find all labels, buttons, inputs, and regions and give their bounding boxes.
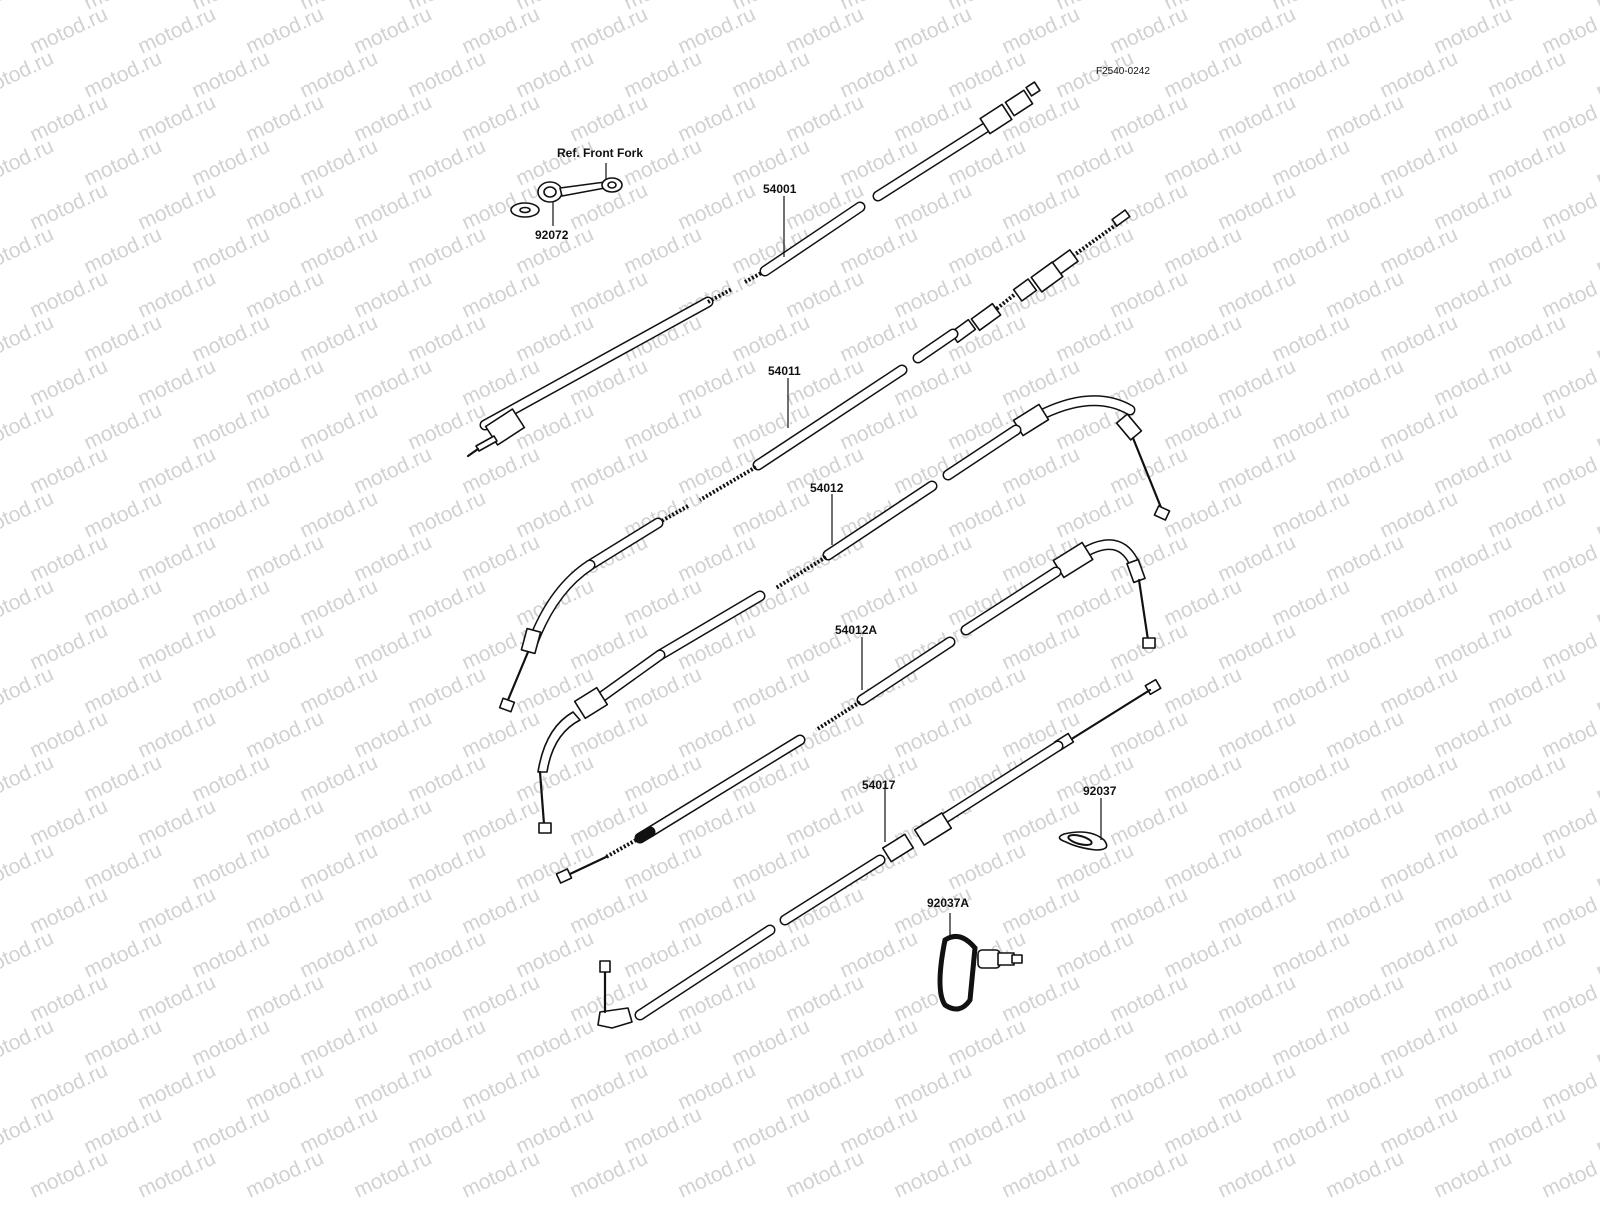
watermark-text: motod.ru (0, 883, 3, 939)
watermark-text: motod.ru (1592, 487, 1600, 543)
watermark-text: motod.ru (0, 135, 57, 191)
callout-54001: 54001 (763, 182, 797, 196)
watermark-text: motod.ru (1214, 1147, 1299, 1200)
watermark-text: motod.ru (458, 1147, 543, 1200)
watermark-text: motod.ru (1538, 531, 1600, 587)
watermark-text: motod.ru (1592, 839, 1600, 895)
watermark-text: motod.ru (0, 751, 57, 807)
watermark-text: motod.ru (1538, 1147, 1600, 1200)
watermark-text: motod.ru (1538, 355, 1600, 411)
watermark-text: motod.ru (1538, 267, 1600, 323)
watermark-text: motod.ru (1592, 135, 1600, 191)
watermark-text: motod.ru (1592, 575, 1600, 631)
watermark-text: motod.ru (674, 1147, 759, 1200)
watermark-text: motod.ru (0, 795, 3, 851)
watermark-text: motod.ru (1592, 751, 1600, 807)
watermark-text: motod.ru (134, 1147, 219, 1200)
watermark-text: motod.ru (350, 1147, 435, 1200)
watermark-text: motod.ru (0, 575, 57, 631)
watermark-text: motod.ru (0, 399, 57, 455)
watermark-text: motod.ru (1592, 1015, 1600, 1071)
watermark-text: motod.ru (0, 1015, 57, 1071)
throttle-cable-accelerator[interactable] (537, 395, 1171, 834)
watermark-text: motod.ru (1592, 399, 1600, 455)
watermark-text: motod.ru (1538, 3, 1600, 59)
watermark-text: motod.ru (1538, 883, 1600, 939)
watermark-text: motod.ru (0, 927, 57, 983)
throttle-cable-decelerator[interactable] (555, 539, 1156, 884)
cable-clamp[interactable] (1058, 831, 1108, 851)
callout-54011: 54011 (768, 364, 801, 378)
watermark-text: motod.ru (0, 443, 3, 499)
watermark-text: motod.ru (1592, 1103, 1600, 1159)
watermark-text: motod.ru (1538, 971, 1600, 1027)
watermark-text: motod.ru (26, 1147, 111, 1200)
watermark-text: motod.ru (0, 47, 57, 103)
choke-cable[interactable] (597, 678, 1162, 1029)
callout-54017: 54017 (862, 778, 896, 792)
watermark-text: motod.ru (1538, 707, 1600, 763)
watermark-text: motod.ru (0, 487, 57, 543)
callout-54012: 54012 (810, 481, 844, 495)
watermark-text: motod.ru (0, 267, 3, 323)
watermark-text: motod.ru (0, 355, 3, 411)
watermark-text: motod.ru (0, 311, 57, 367)
callout-92037a: 92037A (927, 896, 969, 910)
watermark-text: motod.ru (1592, 927, 1600, 983)
watermark-text: motod.ru (0, 663, 57, 719)
watermark-text: motod.ru (1538, 619, 1600, 675)
watermark-text: motod.ru (1322, 1147, 1407, 1200)
watermark-text: motod.ru (0, 971, 3, 1027)
watermark-text: motod.ru (1538, 795, 1600, 851)
watermark-text: motod.ru (1538, 443, 1600, 499)
diagram-code: F2540-0242 (1096, 66, 1150, 77)
speedometer-gear-bracket[interactable] (510, 177, 623, 218)
watermark-text: motod.ru (0, 91, 3, 147)
callout-54012a: 54012A (835, 623, 877, 637)
watermark-text: motod.ru (0, 179, 3, 235)
watermark-text: motod.ru (0, 1059, 3, 1115)
watermark-text: motod.ru (1592, 223, 1600, 279)
watermark-text: motod.ru (1592, 663, 1600, 719)
watermark-text: motod.ru (0, 1147, 3, 1200)
clutch-cable[interactable] (498, 209, 1131, 713)
watermark-text: motod.ru (0, 223, 57, 279)
watermark-text: motod.ru (782, 1147, 867, 1200)
watermark-text: motod.ru (0, 707, 3, 763)
watermark-text: motod.ru (566, 1147, 651, 1200)
watermark-text: motod.ru (1592, 311, 1600, 367)
watermark-text: motod.ru (0, 531, 3, 587)
watermark-text: motod.ru (1106, 1147, 1191, 1200)
callout-92037: 92037 (1083, 784, 1117, 798)
watermark-text: motod.ru (890, 1147, 975, 1200)
watermark-text: motod.ru (1538, 91, 1600, 147)
watermark-text: motod.ru (1538, 179, 1600, 235)
watermark-text: motod.ru (0, 3, 3, 59)
watermark-text: motod.ru (1592, 47, 1600, 103)
callout-92072: 92072 (535, 228, 569, 242)
watermark-text: motod.ru (998, 1147, 1083, 1200)
watermark-text: motod.ru (0, 619, 3, 675)
watermark-text: motod.ru (0, 839, 57, 895)
watermark-text: motod.ru (1430, 1147, 1515, 1200)
watermark-text: motod.ru (1538, 1059, 1600, 1115)
watermark-text: motod.ru (0, 1103, 57, 1159)
speedometer-cable[interactable] (466, 81, 1041, 458)
watermark-text: motod.ru (242, 1147, 327, 1200)
watermark-text: motod.ru (0, 0, 57, 15)
label-ref-front-fork: Ref. Front Fork (557, 146, 643, 160)
cable-clamp-with-bolt[interactable] (937, 933, 1023, 1012)
